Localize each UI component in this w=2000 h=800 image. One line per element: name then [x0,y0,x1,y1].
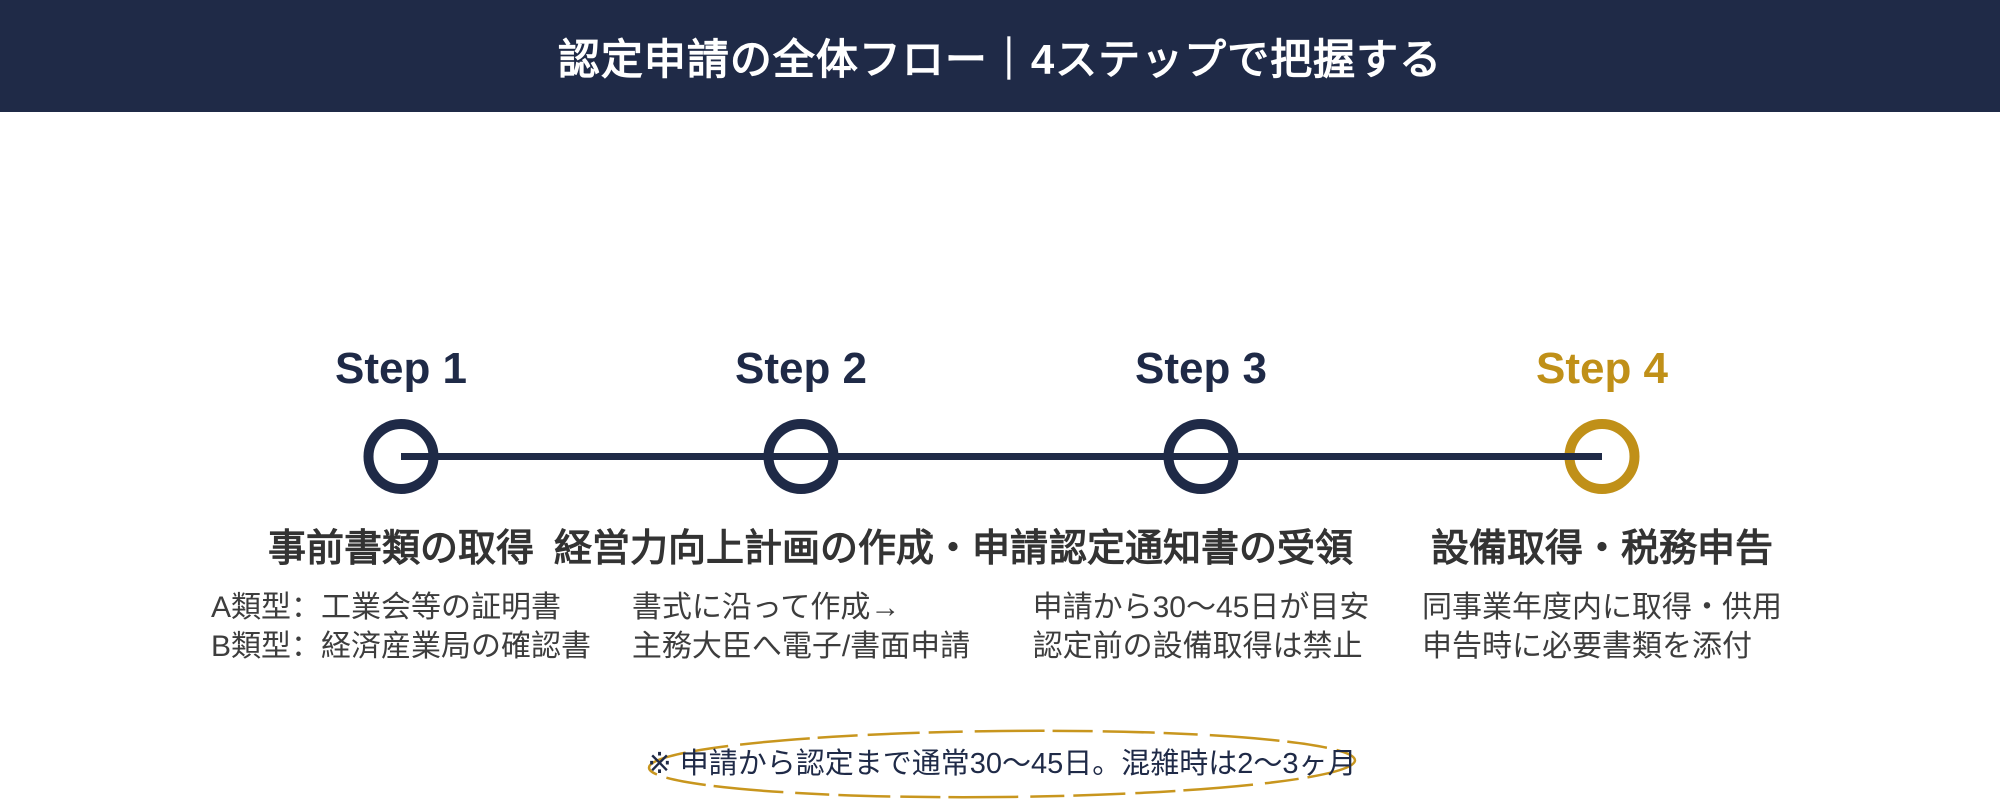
step-4-details: 同事業年度内に取得・供用 申告時に必要書類を添付 [1422,588,1782,666]
step-2-detail-line-2: 主務大臣へ電子/書面申請 [631,630,971,663]
step-1-label: Step 1 [334,344,468,393]
timeline-line [401,453,1602,460]
step-1-detail-line-2: B類型：経済産業局の確認書 [210,630,592,663]
header-bar: 認定申請の全体フロー｜4ステップで把握する [0,0,2000,112]
note-text: ※ 申請から認定まで通常30〜45日。混雑時は2〜3ヶ月 [647,748,1357,780]
step-4-detail-line-2: 申告時に必要書類を添付 [1422,630,1752,663]
step-4-title: 設備取得・税務申告 [1430,528,1774,570]
step-2-detail-line-1: 書式に沿って作成→ [631,591,901,624]
step-4-detail-line-1: 同事業年度内に取得・供用 [1422,591,1782,624]
step-1-details: A類型：工業会等の証明書 B類型：経済産業局の確認書 [211,588,591,666]
step-3-details: 申請から30〜45日が目安 認定前の設備取得は禁止 [1033,588,1370,666]
step-2-label: Step 2 [734,344,868,393]
step-2-details: 書式に沿って作成→ 主務大臣へ電子/書面申請 [632,588,970,666]
step-3-title: 認定通知書の受領 [1048,528,1354,570]
step-4-node-circle [1564,419,1640,494]
step-2-title: 経営力向上計画の作成・申請 [553,528,1049,570]
step-3-detail-line-1: 申請から30〜45日が目安 [1032,591,1370,624]
step-1-title: 事前書類の取得 [267,528,535,570]
note-ellipse [647,729,1357,799]
step-3-detail-line-2: 認定前の設備取得は禁止 [1032,630,1363,663]
step-1-detail-line-1: A類型：工業会等の証明書 [210,591,562,624]
step-4-label: Step 4 [1535,344,1669,393]
page-title: 認定申請の全体フロー｜4ステップで把握する [557,35,1443,83]
step-3-label: Step 3 [1134,344,1268,393]
